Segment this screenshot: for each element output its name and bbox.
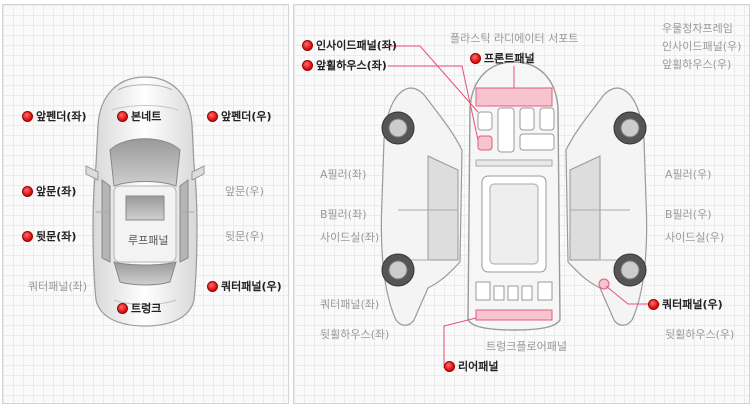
label-front-wheel-house-left[interactable]: 앞휠하우스(좌): [302, 59, 387, 73]
label-b-pillar-left[interactable]: B필러(좌): [320, 208, 367, 221]
label-front-wheel-house-right[interactable]: 앞휠하우스(우): [662, 58, 732, 71]
mirror-right: [191, 165, 205, 181]
right-side-car: [565, 87, 648, 326]
windshield: [109, 138, 181, 187]
label-side-sill-right[interactable]: 사이드실(우): [665, 231, 725, 244]
label-quarter-panel-right-frame[interactable]: 쿼터패널(우): [648, 298, 723, 312]
label-quarter-panel-left[interactable]: 쿼터패널(좌): [28, 280, 88, 293]
rear-window: [113, 261, 177, 286]
label-front-panel[interactable]: 프론트패널: [470, 52, 535, 66]
rear-panel-highlight: [475, 309, 553, 321]
label-quarter-panel-left-frame[interactable]: 쿼터패널(좌): [320, 298, 380, 311]
sunroof: [125, 195, 165, 221]
label-bonnet[interactable]: 본네트: [117, 110, 161, 124]
label-inside-panel-left[interactable]: 인사이드패널(좌): [302, 39, 397, 53]
label-rear-wheel-house-right[interactable]: 뒷휠하우스(우): [665, 328, 735, 341]
label-rear-panel[interactable]: 리어패널: [444, 360, 498, 374]
label-roof-panel[interactable]: 루프패널: [128, 234, 169, 247]
label-trunk[interactable]: 트렁크: [117, 302, 161, 316]
left-side-car: [380, 87, 463, 326]
label-front-fender-left[interactable]: 앞펜더(좌): [22, 110, 87, 124]
label-side-sill-left[interactable]: 사이드실(좌): [320, 231, 380, 244]
label-rear-door-right[interactable]: 뒷문(우): [225, 230, 264, 243]
label-front-fender-right[interactable]: 앞펜더(우): [207, 110, 272, 124]
label-front-side-member[interactable]: 우물정자프레임: [662, 22, 733, 35]
label-radiator-support[interactable]: 플라스틱 라디에이터 서포트: [450, 32, 579, 45]
wheelhouse-highlight: [477, 135, 493, 151]
label-rear-door-left[interactable]: 뒷문(좌): [22, 230, 76, 244]
label-front-door-right[interactable]: 앞문(우): [225, 185, 264, 198]
label-trunk-floor-panel[interactable]: 트렁크플로어패널: [486, 340, 567, 353]
label-quarter-panel-right[interactable]: 쿼터패널(우): [207, 280, 282, 294]
label-a-pillar-left[interactable]: A필러(좌): [320, 168, 367, 181]
label-inside-panel-right[interactable]: 인사이드패널(우): [662, 40, 742, 53]
label-front-door-left[interactable]: 앞문(좌): [22, 185, 76, 199]
label-rear-wheel-house-left[interactable]: 뒷휠하우스(좌): [320, 328, 390, 341]
mirror-left: [85, 165, 99, 181]
label-b-pillar-right[interactable]: B필러(우): [665, 208, 712, 221]
front-panel-highlight: [475, 87, 553, 107]
label-a-pillar-right[interactable]: A필러(우): [665, 168, 712, 181]
